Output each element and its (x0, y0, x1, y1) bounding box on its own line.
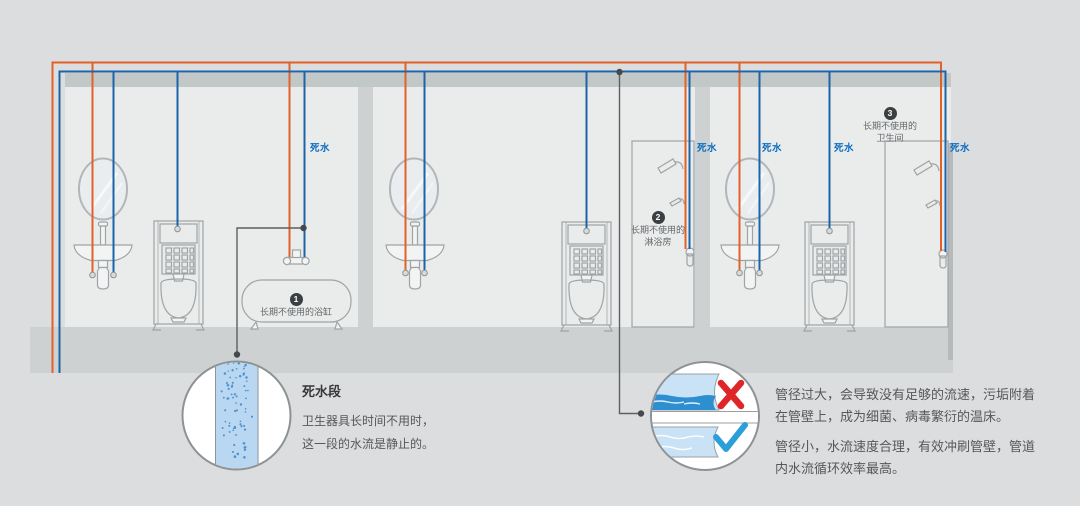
bathroom-2 (385, 140, 695, 332)
ceiling-band (65, 73, 951, 87)
dividing-wall-1 (358, 87, 373, 327)
pipe-comparison-circle (650, 361, 760, 471)
room-interior (65, 87, 951, 327)
dead-water-label: 死水 (697, 143, 718, 154)
callout-shower-room: 2 长期不使用的 淋浴房 (588, 207, 728, 248)
mirror (77, 157, 129, 221)
callout-bathtub: 1 长期不使用的浴缸 (226, 289, 366, 319)
callout-text: 长期不使用的 (862, 121, 917, 131)
dead-water-label: 死水 (834, 143, 855, 154)
dead-water-label: 死水 (762, 143, 783, 154)
callout-text: 卫生间 (876, 132, 904, 143)
para-line: 管径过大，会导致没有足够的流速，污垢附着 (775, 387, 1036, 402)
large-pipe-bad (652, 373, 720, 411)
para-line: 管径小，水流速度合理，有效冲刷管壁，管道 (775, 439, 1036, 454)
bathtub-faucet (282, 249, 310, 266)
leader-line-dead-water (233, 224, 307, 358)
dead-water-label: 死水 (950, 143, 971, 154)
floor-slab (30, 327, 953, 373)
dead-water-label: 死水 (310, 143, 331, 154)
para-line: 在管壁上，成为细菌、病毒繁衍的温床。 (775, 409, 1010, 424)
callout-text: 淋浴房 (644, 236, 672, 247)
hot-water-pipes (51, 61, 942, 373)
shower-room-door (631, 140, 695, 328)
dead-water-detail-title: 死水段 (302, 384, 342, 399)
pipe-comparison-good-text: 管径小，水流速度合理，有效冲刷管壁，管道 内水流循环效率最高。 (775, 436, 1035, 480)
callout-number: 1 (289, 293, 303, 306)
para-line: 内水流循环效率最高。 (775, 461, 906, 476)
dividing-wall-2 (695, 87, 710, 327)
bathroom-1 (73, 157, 352, 331)
shower-room-door (884, 140, 953, 360)
building-structure (30, 73, 953, 373)
detail-body-line: 这一段的水流是静止的。 (302, 437, 435, 451)
pipe-divider (652, 411, 758, 423)
callout-number: 2 (651, 211, 665, 224)
callout-text: 长期不使用的浴缸 (259, 307, 332, 317)
dead-water-detail-body: 卫生器具长时间不用时， 这一段的水流是静止的。 (302, 410, 434, 456)
detail-body-line: 卫生器具长时间不用时， (302, 414, 435, 428)
check-icon (713, 422, 748, 452)
callout-bathroom: 3 长期不使用的 卫生间 (820, 103, 960, 144)
mirror (724, 157, 776, 221)
callout-number: 3 (883, 107, 897, 120)
pipe-end-connectors (89, 225, 833, 279)
callout-text: 长期不使用的 (630, 225, 685, 235)
bathroom-3 (720, 140, 953, 360)
bathtub (241, 279, 352, 330)
dead-water-section-circle (181, 360, 292, 471)
mirror (388, 157, 440, 221)
door-shadow (948, 143, 953, 360)
pipe-comparison-bad-text: 管径过大，会导致没有足够的流速，污垢附着 在管壁上，成为细菌、病毒繁衍的温床。 (775, 384, 1035, 428)
x-icon (717, 379, 745, 410)
leader-line-pipe-comparison (616, 68, 645, 417)
stagnant-water-speckles (220, 362, 254, 459)
